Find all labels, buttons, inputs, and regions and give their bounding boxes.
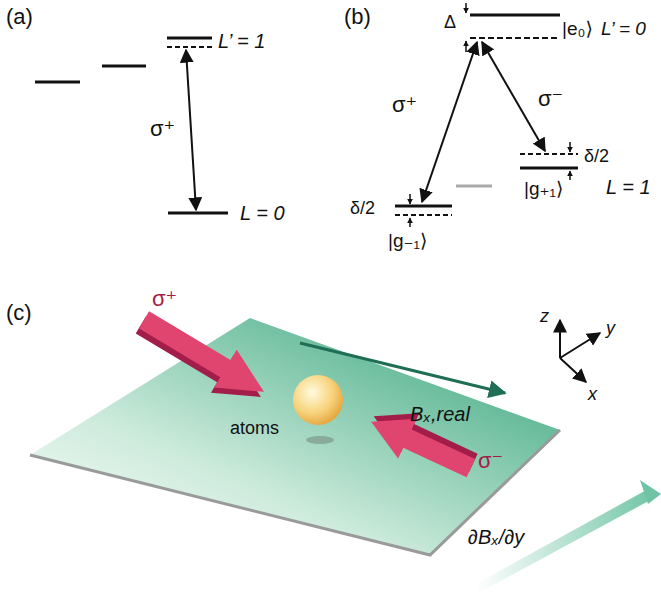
chip-plate bbox=[30, 318, 560, 555]
shift-label: δ/2 bbox=[584, 146, 609, 167]
polarization-label: σ⁺ bbox=[150, 116, 175, 141]
atoms-label: atoms bbox=[230, 418, 279, 439]
level-label: L’ = 1 bbox=[218, 30, 265, 53]
zeeman-level bbox=[167, 37, 212, 40]
shift-label: δ/2 bbox=[350, 198, 375, 219]
panel-b-levels bbox=[395, 15, 578, 215]
delta-mark bbox=[465, 3, 467, 13]
beam-arrow-top bbox=[362, 402, 480, 488]
virtual-level bbox=[395, 214, 452, 216]
level-label: L = 0 bbox=[240, 202, 285, 225]
panel-letter: (b) bbox=[344, 4, 371, 29]
gradient-arrow-head bbox=[640, 480, 661, 504]
state-label: |e₀⟩ bbox=[562, 18, 593, 40]
state-label: |g₋₁⟩ bbox=[388, 230, 427, 252]
axis-label: z bbox=[540, 306, 549, 327]
axis-label: y bbox=[606, 318, 615, 339]
zeeman-level bbox=[35, 81, 80, 84]
atom-cloud bbox=[293, 375, 343, 425]
delta-mark bbox=[569, 142, 571, 152]
transition-arrow bbox=[422, 42, 477, 202]
field-label: Bₓ,real bbox=[410, 403, 470, 426]
plate-edge bbox=[30, 430, 560, 555]
beam-arrow-top bbox=[133, 301, 276, 411]
delta-mark bbox=[409, 218, 411, 227]
delta-mark bbox=[569, 171, 571, 180]
state-label: |g₊₁⟩ bbox=[524, 178, 563, 200]
panel-letter: (c) bbox=[6, 300, 32, 325]
axis-z bbox=[559, 320, 561, 358]
virtual-level bbox=[520, 153, 578, 155]
excited-level bbox=[470, 14, 560, 17]
ground-level bbox=[520, 167, 578, 170]
axis-y bbox=[560, 333, 600, 358]
atom-shadow bbox=[306, 436, 334, 444]
virtual-level bbox=[167, 46, 212, 48]
beam-arrow bbox=[130, 301, 276, 416]
axis-x bbox=[560, 358, 586, 382]
level-label: L = 1 bbox=[606, 176, 651, 199]
axis-label: x bbox=[588, 384, 597, 405]
ground-level bbox=[395, 205, 452, 208]
level-label: L’ = 0 bbox=[601, 18, 646, 40]
panel-a-levels bbox=[35, 38, 228, 213]
delta-mark bbox=[409, 194, 411, 204]
polarization-label: σ⁺ bbox=[152, 286, 177, 311]
zeeman-level bbox=[102, 65, 146, 68]
unused-level bbox=[456, 185, 492, 188]
axes bbox=[560, 320, 600, 382]
splitting-marks bbox=[410, 3, 570, 227]
beam-arrow bbox=[362, 396, 483, 488]
ground-level bbox=[168, 212, 228, 215]
gradient-label: ∂Bₓ/∂y bbox=[468, 526, 524, 549]
polarization-label: σ⁻ bbox=[478, 448, 503, 473]
virtual-level bbox=[470, 37, 560, 39]
transition-arrow bbox=[482, 42, 545, 151]
polarization-label: σ⁻ bbox=[538, 86, 563, 111]
detuning-label: Δ bbox=[444, 12, 456, 33]
polarization-label: σ⁺ bbox=[392, 92, 417, 117]
panel-letter: (a) bbox=[6, 4, 33, 29]
transition-arrow bbox=[186, 50, 196, 210]
delta-mark bbox=[465, 41, 467, 52]
